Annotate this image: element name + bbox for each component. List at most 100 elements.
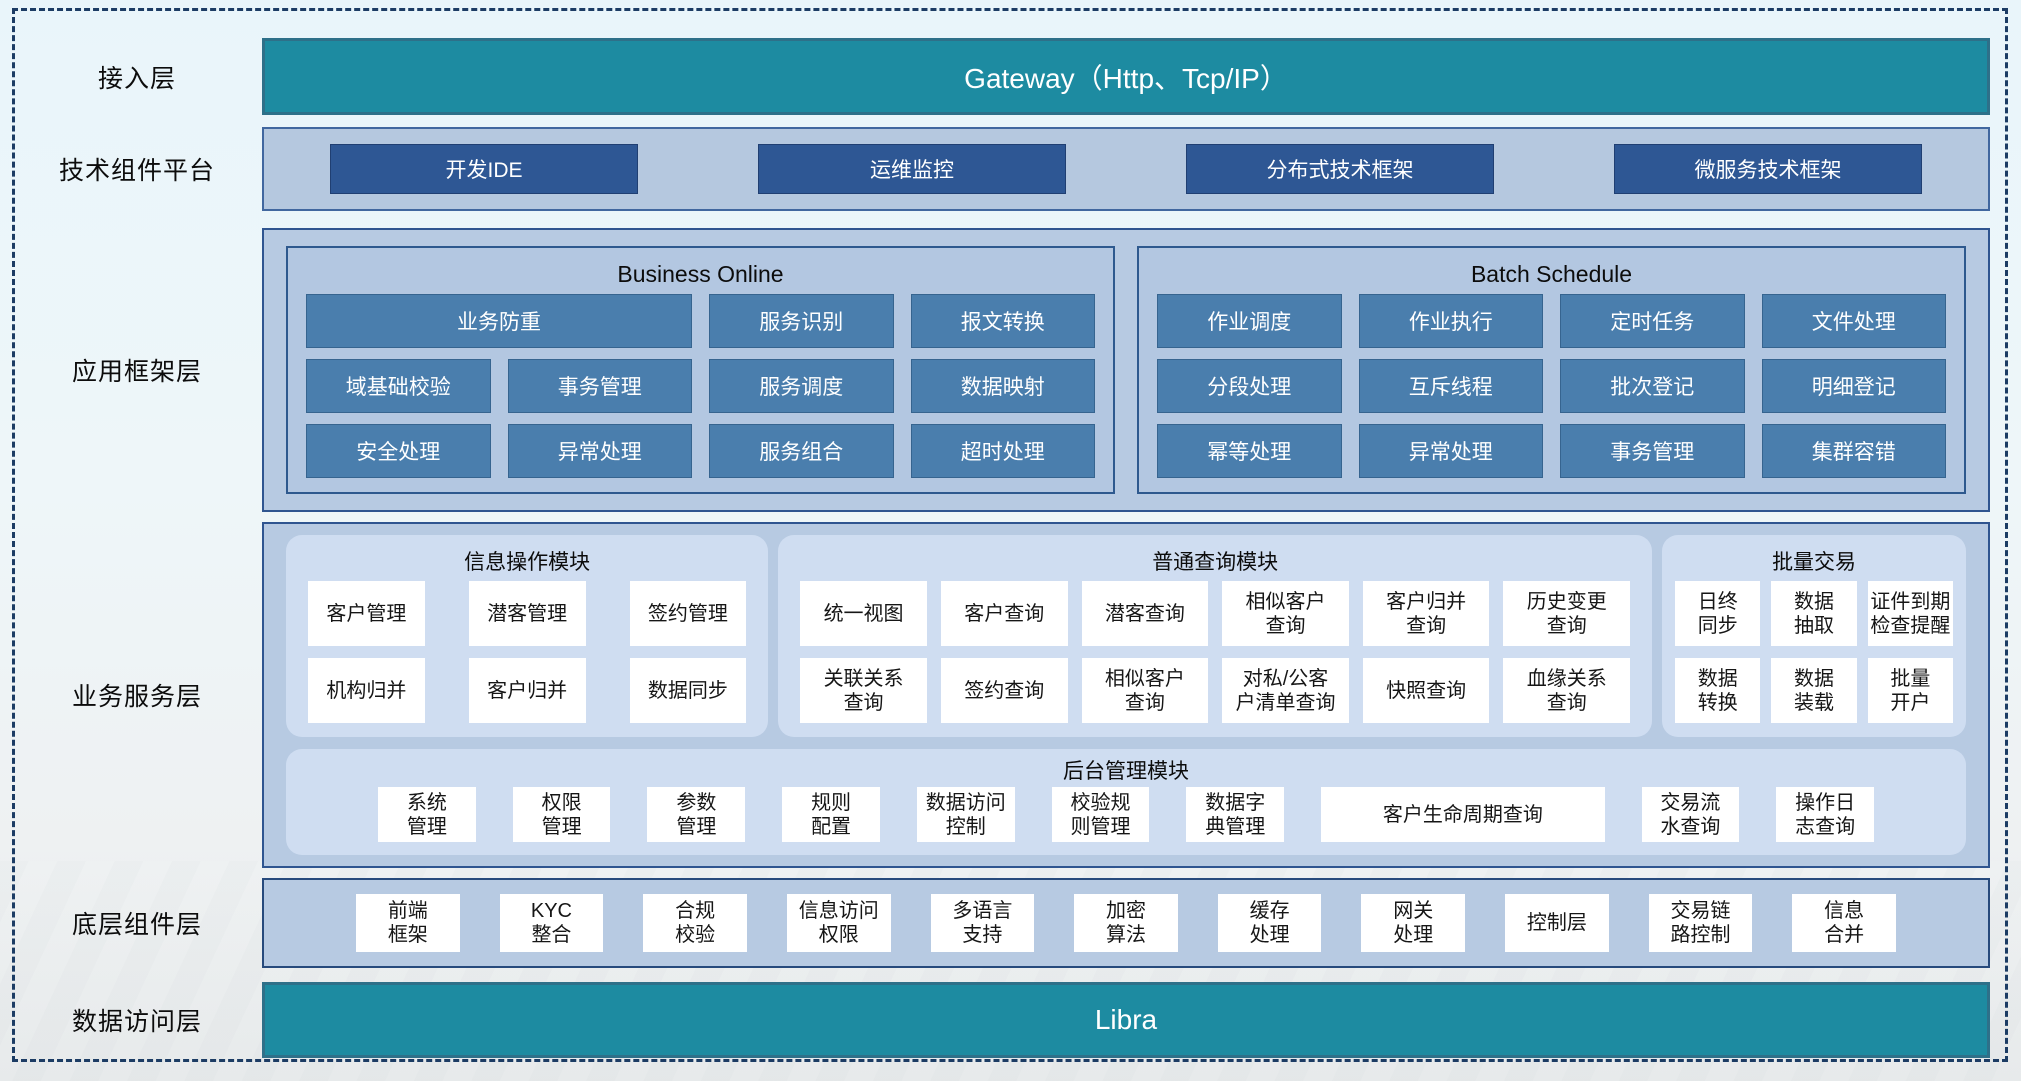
module-title: 信息操作模块 — [464, 551, 591, 574]
admin-block: 交易流 水查询 — [1641, 787, 1740, 842]
framework-block: 服务识别 — [709, 294, 894, 348]
framework-block: 作业调度 — [1157, 294, 1342, 348]
module-info-operation-grid: 客户管理潜客管理签约管理机构归并客户归并数据同步 — [308, 581, 747, 723]
service-block: 客户归并 — [468, 658, 586, 723]
service-block: 批量 开户 — [1867, 658, 1953, 723]
tech-component-block: 运维监控 — [758, 144, 1066, 194]
gateway-bar-text: Gateway（Http、Tcp/IP） — [964, 62, 1288, 94]
framework-block: 业务防重 — [306, 294, 692, 348]
panel-business-online: Business Online 业务防重服务识别报文转换域基础校验事务管理服务调… — [286, 246, 1115, 494]
layer-label-data-access: 数据访问层 — [71, 1008, 202, 1036]
service-block: 证件到期 检查提醒 — [1867, 581, 1953, 646]
base-component-block: 前端 框架 — [356, 894, 460, 952]
service-block: 数据 装载 — [1771, 658, 1857, 723]
framework-block: 异常处理 — [1358, 424, 1543, 478]
module-common-query-grid: 统一视图客户查询潜客查询相似客户 查询客户归并 查询历史变更 查询关联关系 查询… — [800, 581, 1631, 723]
admin-block: 客户生命周期查询 — [1321, 787, 1605, 842]
service-block: 签约查询 — [940, 658, 1068, 723]
service-block: 快照查询 — [1362, 658, 1490, 723]
service-block: 潜客查询 — [1081, 581, 1209, 646]
framework-block: 数据映射 — [910, 359, 1095, 413]
module-info-operation: 信息操作模块 客户管理潜客管理签约管理机构归并客户归并数据同步 — [286, 535, 769, 737]
base-component-block: 网关 处理 — [1361, 894, 1466, 952]
framework-block: 集群容错 — [1761, 424, 1946, 478]
business-service-band: 信息操作模块 客户管理潜客管理签约管理机构归并客户归并数据同步 普通查询模块 统… — [262, 522, 1990, 868]
tech-component-block: 开发IDE — [330, 144, 638, 194]
tech-component-block: 微服务技术框架 — [1614, 144, 1922, 194]
base-component-block: 信息 合并 — [1792, 894, 1896, 952]
gateway-bar: Gateway（Http、Tcp/IP） — [262, 38, 1990, 115]
admin-block: 权限 管理 — [512, 787, 611, 842]
module-batch-transaction-grid: 日终 同步数据 抽取证件到期 检查提醒数据 转换数据 装载批量 开户 — [1675, 581, 1953, 723]
service-block: 相似客户 查询 — [1222, 581, 1349, 646]
base-component-block: 交易链 路控制 — [1648, 894, 1753, 952]
module-batch-transaction: 批量交易 日终 同步数据 抽取证件到期 检查提醒数据 转换数据 装载批量 开户 — [1662, 535, 1966, 737]
layer-label-base-components: 底层组件层 — [71, 911, 202, 939]
framework-block: 分段处理 — [1157, 359, 1342, 413]
base-component-block: 信息访问 权限 — [786, 894, 891, 952]
framework-block: 服务组合 — [709, 424, 894, 478]
module-admin: 后台管理模块 系统 管理权限 管理参数 管理规则 配置数据访问 控制校验规 则管… — [286, 749, 1966, 855]
admin-block: 数据字 典管理 — [1186, 787, 1285, 842]
layer-label-tech-platform: 技术组件平台 — [58, 157, 215, 185]
tech-platform-band: 开发IDE 运维监控 分布式技术框架 微服务技术框架 — [262, 127, 1990, 211]
framework-block: 超时处理 — [910, 424, 1095, 478]
base-component-block: 缓存 处理 — [1217, 894, 1322, 952]
framework-block: 报文转换 — [910, 294, 1095, 348]
framework-block: 互斥线程 — [1358, 359, 1543, 413]
service-block: 统一视图 — [800, 581, 927, 646]
framework-block: 事务管理 — [1560, 424, 1745, 478]
admin-block: 操作日 志查询 — [1776, 787, 1875, 842]
base-component-block: 控制层 — [1505, 894, 1609, 952]
framework-block: 定时任务 — [1560, 294, 1745, 348]
panel-batch-schedule-grid: 作业调度作业执行定时任务文件处理分段处理互斥线程批次登记明细登记幂等处理异常处理… — [1157, 294, 1946, 478]
service-block: 关联关系 查询 — [800, 658, 927, 723]
framework-block: 文件处理 — [1761, 294, 1946, 348]
service-block: 客户查询 — [940, 581, 1068, 646]
module-title: 后台管理模块 — [1063, 760, 1189, 783]
layer-label-access: 接入层 — [97, 64, 176, 93]
module-common-query: 普通查询模块 统一视图客户查询潜客查询相似客户 查询客户归并 查询历史变更 查询… — [778, 535, 1653, 737]
admin-block: 系统 管理 — [378, 787, 476, 842]
panel-title: Business Online — [617, 260, 784, 287]
module-title: 普通查询模块 — [1152, 551, 1279, 574]
framework-block: 事务管理 — [507, 359, 692, 413]
app-framework-band: Business Online 业务防重服务识别报文转换域基础校验事务管理服务调… — [262, 228, 1990, 512]
libra-bar-text: Libra — [1094, 1004, 1158, 1035]
panel-title: Batch Schedule — [1470, 260, 1633, 287]
admin-block: 校验规 则管理 — [1051, 787, 1150, 842]
service-block: 日终 同步 — [1675, 581, 1761, 646]
service-block: 数据同步 — [629, 658, 747, 723]
admin-module-buttons: 系统 管理权限 管理参数 管理规则 配置数据访问 控制校验规 则管理数据字 典管… — [378, 787, 1875, 842]
framework-block: 异常处理 — [507, 424, 692, 478]
base-component-block: KYC 整合 — [499, 894, 604, 952]
service-block: 签约管理 — [629, 581, 747, 646]
framework-block: 服务调度 — [709, 359, 894, 413]
service-block: 客户管理 — [308, 581, 425, 646]
service-block: 相似客户 查询 — [1081, 658, 1209, 723]
framework-block: 作业执行 — [1358, 294, 1543, 348]
service-block: 对私/公客 户清单查询 — [1222, 658, 1349, 723]
tech-component-block: 分布式技术框架 — [1186, 144, 1494, 194]
libra-bar: Libra — [262, 982, 1990, 1058]
framework-block: 明细登记 — [1761, 359, 1946, 413]
framework-block: 安全处理 — [306, 424, 491, 478]
panel-business-online-grid: 业务防重服务识别报文转换域基础校验事务管理服务调度数据映射安全处理异常处理服务组… — [306, 294, 1095, 478]
admin-block: 数据访问 控制 — [916, 787, 1015, 842]
framework-block: 域基础校验 — [306, 359, 491, 413]
service-block: 客户归并 查询 — [1362, 581, 1490, 646]
module-title: 批量交易 — [1772, 551, 1857, 574]
service-block: 数据 转换 — [1675, 658, 1761, 723]
framework-block: 批次登记 — [1560, 359, 1745, 413]
admin-block: 规则 配置 — [782, 787, 880, 842]
business-modules-row: 信息操作模块 客户管理潜客管理签约管理机构归并客户归并数据同步 普通查询模块 统… — [286, 535, 1966, 737]
layer-label-business-service: 业务服务层 — [71, 683, 202, 711]
panel-batch-schedule: Batch Schedule 作业调度作业执行定时任务文件处理分段处理互斥线程批… — [1137, 246, 1966, 494]
base-components-band: 前端 框架 KYC 整合合规 校验信息访问 权限多语言 支持加密 算法缓存 处理网… — [262, 878, 1990, 968]
service-block: 血缘关系 查询 — [1503, 658, 1631, 723]
service-block: 历史变更 查询 — [1503, 581, 1631, 646]
base-component-block: 合规 校验 — [643, 894, 747, 952]
base-component-block: 加密 算法 — [1074, 894, 1178, 952]
base-component-block: 多语言 支持 — [930, 894, 1035, 952]
